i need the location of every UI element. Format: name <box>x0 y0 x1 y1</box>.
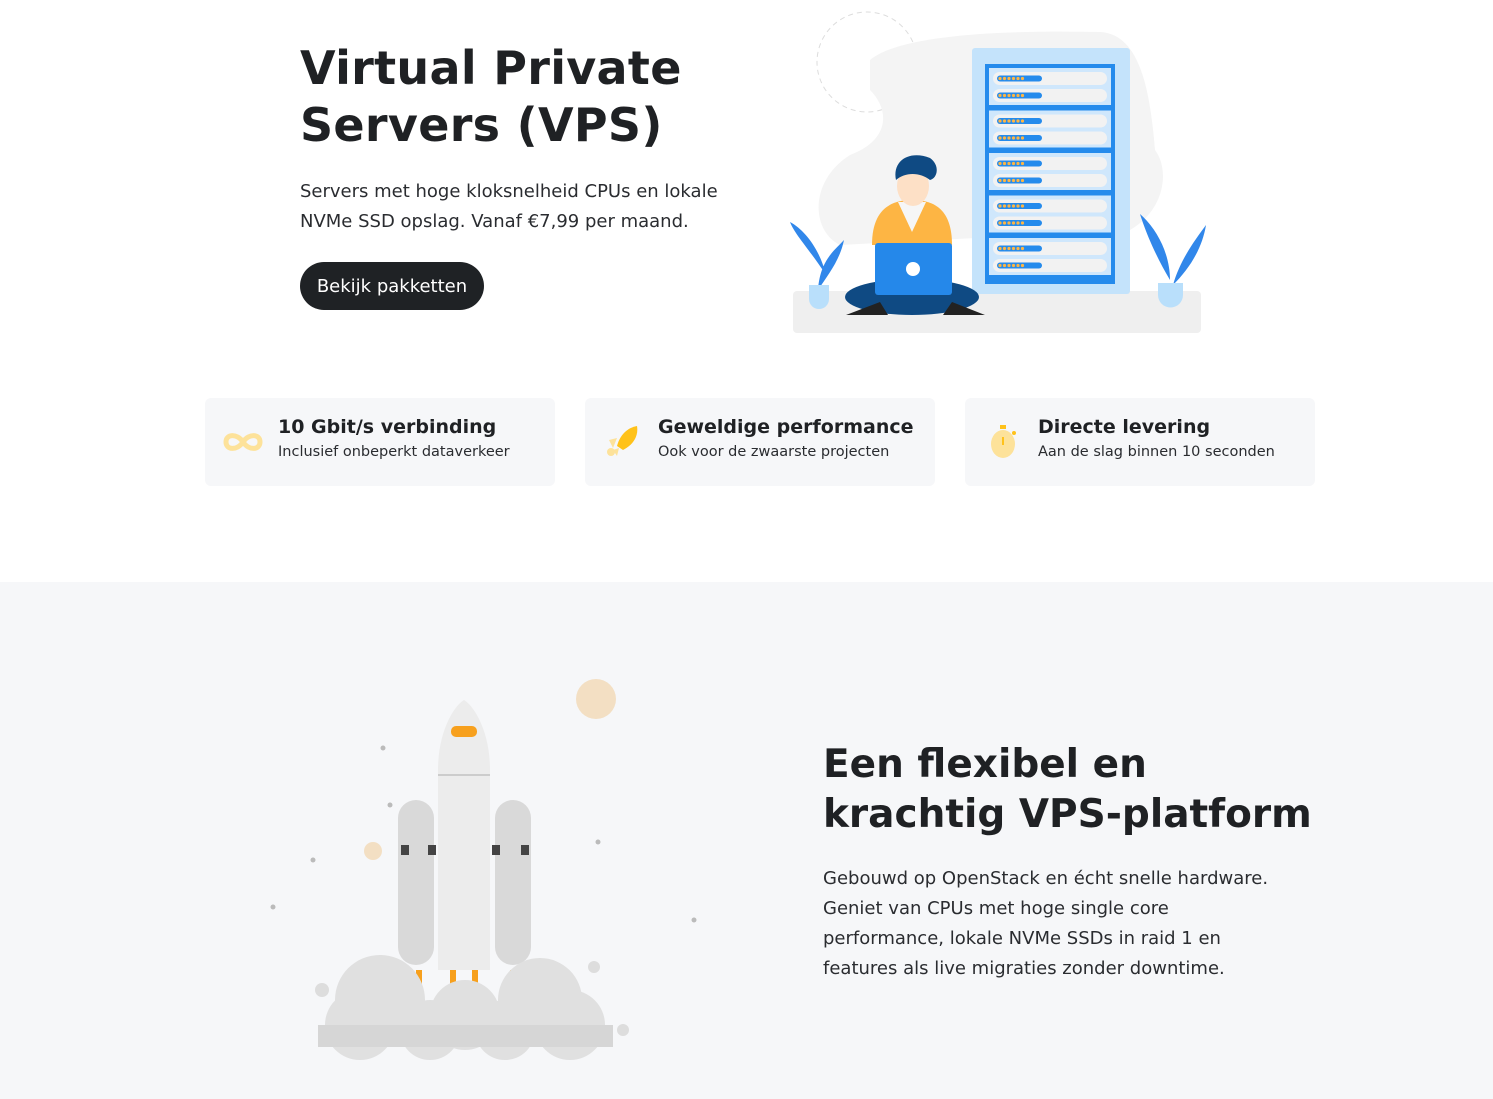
rocket-launch-illustration <box>270 679 697 1060</box>
feature-subtitle: Inclusief onbeperkt dataverkeer <box>278 444 510 460</box>
platform-title: Een flexibel en krachtig VPS-platform <box>823 740 1312 840</box>
hero-title-line1: Virtual Private <box>300 41 682 95</box>
feature-title: 10 Gbit/s verbinding <box>278 416 497 438</box>
feature-card-delivery: Directe levering Aan de slag binnen 10 s… <box>965 398 1315 486</box>
hero-description: Servers met hoge kloksnelheid CPUs en lo… <box>300 181 718 232</box>
platform-title-line1: Een flexibel en <box>823 742 1147 787</box>
server-illustration <box>790 11 1206 333</box>
platform-description: Gebouwd op OpenStack en écht snelle hard… <box>823 868 1269 979</box>
feature-card-connection: 10 Gbit/s verbinding Inclusief onbeperkt… <box>205 398 555 486</box>
platform-section <box>0 582 1493 1099</box>
feature-title: Geweldige performance <box>658 416 914 438</box>
infinity-icon <box>223 433 263 451</box>
hero-title-line2: Servers (VPS) <box>300 98 663 152</box>
feature-title: Directe levering <box>1038 416 1211 438</box>
view-packages-button[interactable]: Bekijk pakketten <box>300 262 484 310</box>
platform-title-line2: krachtig VPS-platform <box>823 792 1312 837</box>
feature-subtitle: Aan de slag binnen 10 seconden <box>1038 444 1275 460</box>
rocket-icon <box>607 426 638 456</box>
stopwatch-icon <box>991 425 1016 458</box>
feature-card-performance: Geweldige performance Ook voor de zwaars… <box>585 398 935 486</box>
feature-subtitle: Ook voor de zwaarste projecten <box>658 444 890 460</box>
